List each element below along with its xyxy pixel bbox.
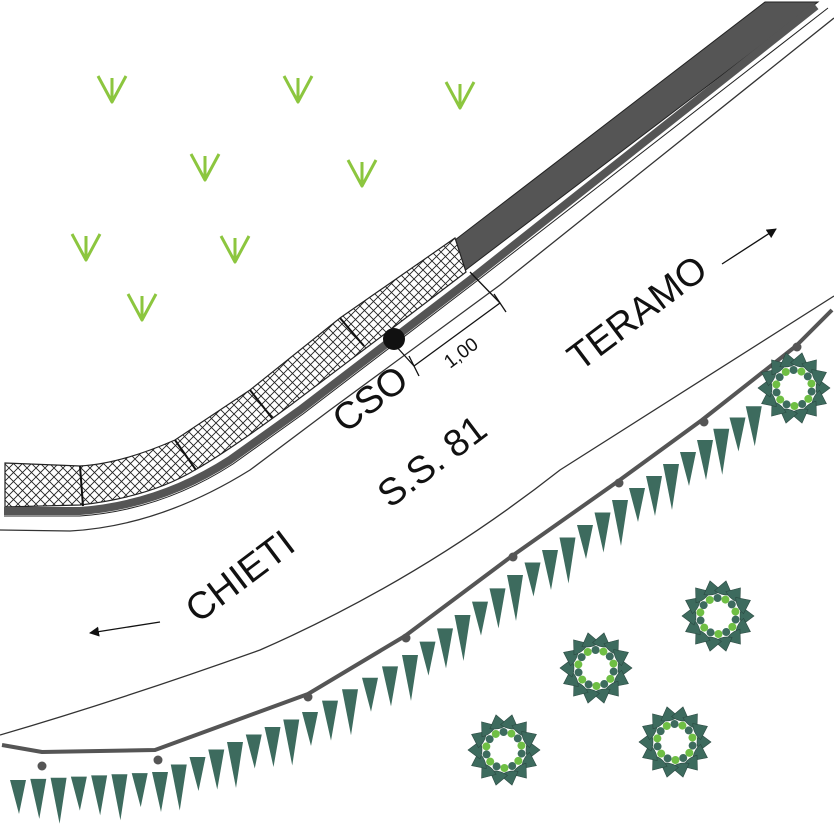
guardrail-posts	[37, 342, 802, 771]
hedge-spike	[697, 440, 713, 480]
hedge-spike	[507, 575, 523, 621]
hedge-spike	[612, 500, 628, 546]
point-label: CSO	[325, 358, 416, 441]
road-edge-upper	[0, 17, 834, 532]
shrub-icon	[757, 352, 831, 424]
hedge-spike	[30, 778, 47, 819]
guardrail-post	[37, 761, 47, 771]
hedge-spike	[663, 464, 679, 510]
hedge-spike	[283, 719, 300, 766]
hedge-spike	[111, 774, 128, 821]
grass-tuft-icon	[282, 75, 314, 104]
hedge-spike	[542, 550, 558, 590]
hedge-spike	[646, 476, 662, 516]
curb	[4, 2, 819, 515]
guardrail-post	[614, 478, 624, 488]
dimension-label: 1,00	[440, 334, 482, 373]
shrub-icon	[638, 706, 712, 778]
road-edge-lower	[0, 295, 834, 736]
hedge-spike	[454, 615, 471, 661]
hedge-spike	[594, 512, 611, 553]
hedge-spike	[419, 641, 436, 676]
guardrail-post	[699, 417, 709, 427]
guardrail-post	[792, 342, 802, 352]
direction-south-label: CHIETI	[178, 523, 303, 632]
guardrail	[1, 308, 834, 754]
hedge-spike	[745, 406, 762, 447]
hedge-spike	[227, 742, 243, 788]
hedge-spike	[559, 537, 576, 584]
hedge-spike	[680, 452, 696, 486]
grass-field	[70, 75, 476, 322]
hedge-spike	[472, 601, 488, 636]
hedge-spike	[729, 417, 746, 452]
grass-tuft-icon	[96, 75, 128, 104]
hedge-spike	[50, 777, 67, 824]
hedge-spike	[70, 776, 87, 811]
hedge-spike	[189, 757, 206, 791]
hedge-row	[10, 406, 762, 824]
curb-outline	[4, 7, 829, 517]
arrow-icon-north	[721, 228, 777, 265]
hedge-spike	[437, 628, 453, 669]
sidewalk-joints	[79, 317, 365, 507]
hedge-spike	[245, 734, 262, 769]
direction-north-label: TERAMO	[560, 248, 715, 379]
grass-tuft-icon	[189, 153, 221, 182]
hedge-spike	[10, 780, 26, 814]
grass-tuft-icon	[219, 235, 251, 264]
hedge-spike	[91, 775, 108, 816]
road-label: S.S. 81	[370, 408, 495, 517]
hedge-spike	[713, 428, 730, 475]
hedge-spike	[402, 655, 418, 701]
hedge-spike	[629, 488, 645, 522]
hedge-spike	[170, 764, 187, 811]
arrow-icon-south	[89, 621, 161, 637]
dimension-line	[394, 271, 507, 377]
grass-tuft-icon	[126, 293, 158, 322]
guardrail-post	[401, 633, 411, 643]
grass-tuft-icon	[346, 159, 378, 188]
hedge-spike	[382, 666, 398, 707]
guardrail-post	[508, 552, 518, 562]
sidewalk-hatched	[4, 237, 467, 508]
hedge-spike	[322, 700, 338, 741]
hedge-spike	[264, 727, 281, 767]
grass-tuft-icon	[70, 233, 102, 262]
hedge-spike	[208, 749, 225, 790]
hedge-spike	[362, 677, 378, 712]
shrub-icon	[681, 580, 755, 652]
grass-tuft-icon	[444, 81, 476, 110]
hedge-spike	[524, 562, 541, 597]
shrubs	[467, 352, 831, 786]
shrub-icon	[559, 632, 633, 704]
point-marker-icon	[383, 328, 405, 350]
guardrail-post	[153, 755, 163, 765]
hedge-spike	[302, 712, 318, 746]
hedge-spike	[131, 773, 148, 808]
hedge-spike	[489, 588, 506, 629]
hedge-spike	[152, 772, 168, 812]
hedge-spike	[577, 525, 593, 559]
hedge-spike	[342, 689, 358, 736]
shrub-icon	[467, 714, 541, 786]
guardrail-post	[303, 692, 313, 702]
